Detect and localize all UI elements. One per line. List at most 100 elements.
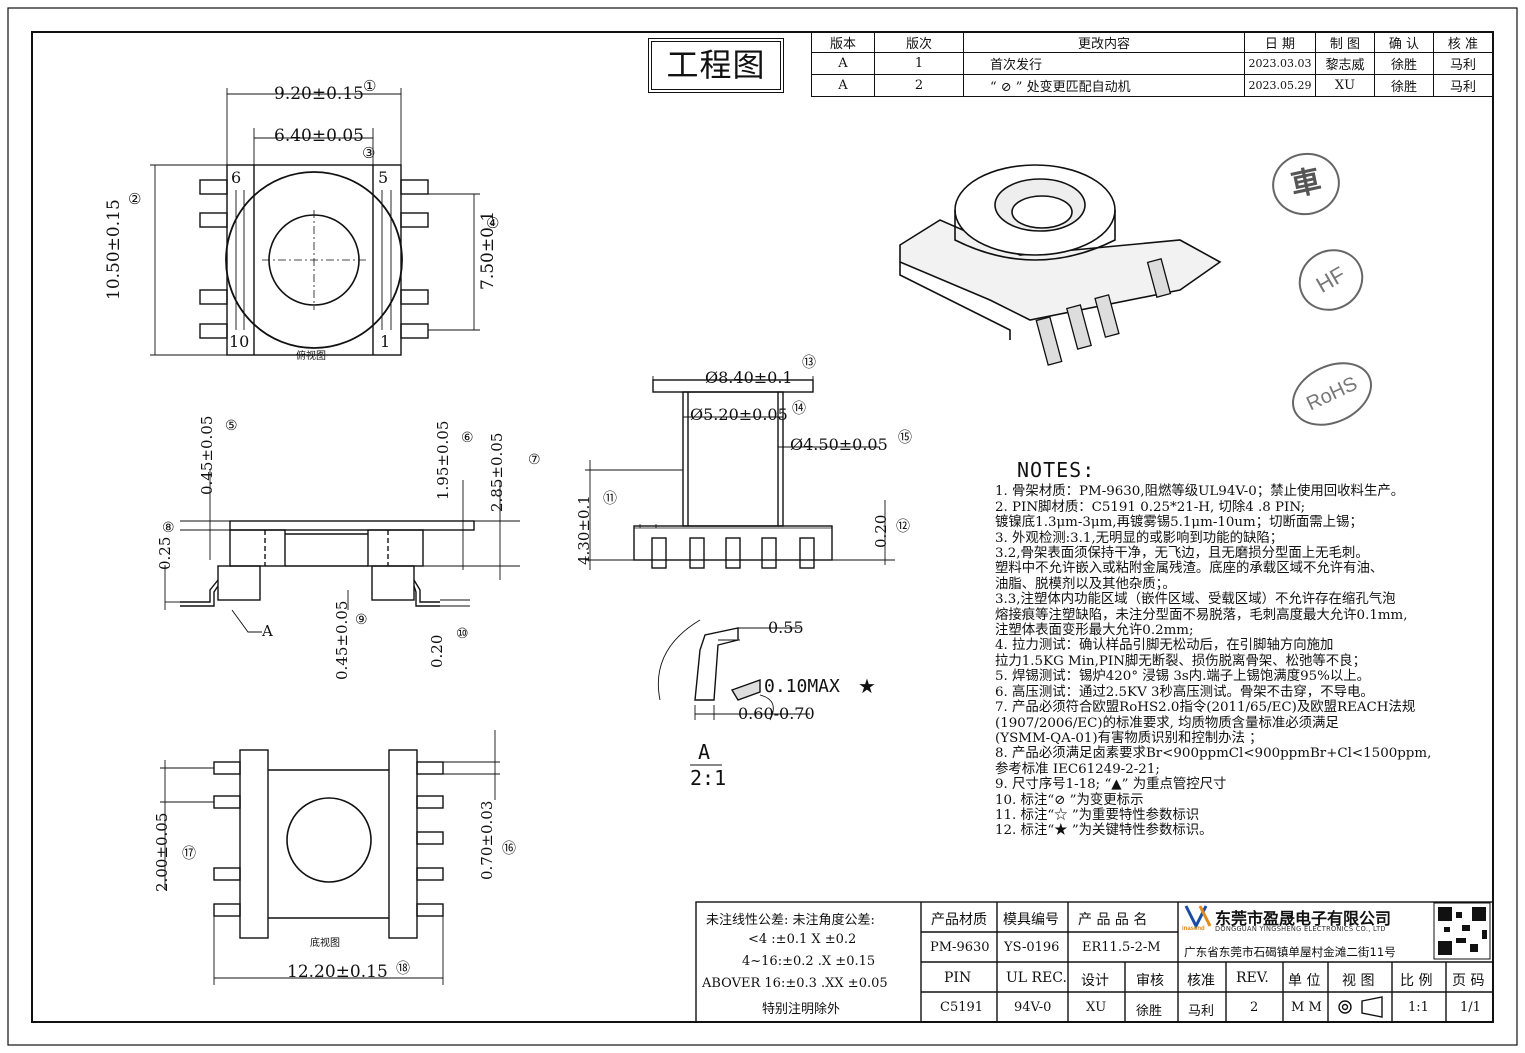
rev-cell: XU bbox=[1315, 74, 1375, 97]
dim-ref-18: ⑱ bbox=[396, 961, 410, 977]
dim-dia-8-40: Ø8.40±0.1 bbox=[705, 368, 793, 387]
pin-label-5: 5 bbox=[378, 168, 389, 187]
rev-cell: “ ⊘ ” 处变更匹配自动机 bbox=[963, 74, 1245, 97]
drawing-title: 工程图 bbox=[648, 38, 784, 93]
rev-cell: 黎志威 bbox=[1315, 52, 1375, 75]
pin-label-6: 6 bbox=[231, 168, 242, 187]
tb-ul: 94V-0 bbox=[1014, 1000, 1052, 1015]
company-name: 东莞市盈晟电子有限公司 bbox=[1215, 909, 1392, 928]
tb-product: ER11.5-2-M bbox=[1082, 940, 1161, 955]
section-marker-a: A bbox=[262, 622, 273, 640]
tb-view-header: 视 图 bbox=[1342, 973, 1375, 989]
dim-ref-3: ③ bbox=[362, 144, 376, 162]
note-line: 12. 标注“★ ”为关键特性参数标识。 bbox=[995, 823, 1213, 839]
company-logo bbox=[1184, 905, 1212, 930]
note-line: 拉力1.5KG Min,PIN脚无断裂、损伤脱离骨架、松弛等不良； bbox=[995, 653, 1366, 669]
detail-dim-0-10max: 0.10MAX bbox=[764, 676, 840, 697]
tb-ul-header: UL REC. bbox=[1006, 970, 1067, 986]
tb-design: XU bbox=[1086, 1000, 1107, 1015]
note-line: 2. PIN脚材质：C5191 0.25*21-H, 切除4 .8 PIN; bbox=[995, 499, 1306, 515]
tolerance-line: 未注线性公差: 未注角度公差: bbox=[706, 913, 875, 928]
note-line: 1. 骨架材质：PM-9630,阻燃等级UL94V-0；禁止使用回收料生产。 bbox=[995, 484, 1405, 500]
tolerance-line: ABOVER 16:±0.3 .XX ±0.05 bbox=[702, 976, 888, 991]
dim-ref-12: ⑫ bbox=[896, 519, 910, 535]
tb-unit: M M bbox=[1291, 1000, 1322, 1015]
note-line: 8. 产品必须满足卤素要求Br<900ppmCl<900ppmBr+Cl<150… bbox=[995, 746, 1432, 762]
tb-product-header: 产 品 品 名 bbox=[1078, 912, 1148, 928]
tolerance-line: <4 :±0.1 X ±0.2 bbox=[748, 932, 857, 947]
dim-ref-4: ④ bbox=[486, 214, 500, 232]
note-line: 参考标准 IEC61249-2-21; bbox=[995, 761, 1160, 777]
dim-6-40: 6.40±0.05 bbox=[274, 126, 364, 146]
tb-ratio-header: 比 例 bbox=[1400, 973, 1433, 989]
tb-approve-header: 核准 bbox=[1187, 973, 1215, 989]
note-line: 9. 尺寸序号1-18; “▲” 为重点管控尺寸 bbox=[995, 777, 1227, 793]
tb-material-header: 产品材质 bbox=[931, 912, 987, 928]
logo-text: inasend bbox=[1182, 926, 1205, 932]
tb-page: 1/1 bbox=[1460, 1000, 1481, 1015]
tb-review-header: 审核 bbox=[1136, 973, 1164, 989]
dim-ref-7: ⑦ bbox=[528, 452, 541, 468]
tb-rev: 2 bbox=[1250, 1000, 1259, 1015]
note-line: 3. 外观检测:3.1,无明显的或影响到功能的缺陷； bbox=[995, 530, 1284, 546]
tolerance-line: 特别注明除外 bbox=[762, 1002, 841, 1017]
rev-cell: 2023.03.03 bbox=[1244, 52, 1316, 75]
note-line: 油脂、脱模剂以及其他杂质；。 bbox=[995, 576, 1176, 592]
tb-design-header: 设计 bbox=[1081, 973, 1109, 989]
dim-ref-13: ⑬ bbox=[802, 355, 816, 371]
note-line: 3.3,注塑体内功能区域（嵌件区域、受载区域）不允许存在缩孔气泡 bbox=[995, 592, 1396, 608]
top-view-label: 俯视图 bbox=[296, 351, 326, 362]
note-line: 10. 标注“⊘ ”为变更标示 bbox=[995, 792, 1144, 808]
tb-mold: YS-0196 bbox=[1004, 940, 1060, 955]
detail-label: A bbox=[698, 740, 711, 764]
detail-scale: 2:1 bbox=[690, 766, 727, 790]
company-name-en: DONGGUAN YINGSHENG ELECTRONICS CO., LTD bbox=[1215, 925, 1386, 933]
dim-ref-8: ⑧ bbox=[162, 520, 175, 536]
dim-ref-2: ② bbox=[128, 190, 142, 208]
dim-dia-4-50: Ø4.50±0.05 bbox=[790, 435, 888, 454]
revision-table: 版本 版次 更改内容 日 期 制 图 确 认 核 准 A 1 首次发行 2023… bbox=[811, 32, 1493, 97]
rev-header: 版本 bbox=[811, 32, 875, 53]
dim-12-20: 12.20±0.15 bbox=[287, 962, 388, 982]
dim-ref-5: ⑤ bbox=[225, 418, 238, 434]
dim-ref-1: ① bbox=[363, 77, 377, 95]
company-address: 广东省东莞市石碣镇单屋村金滩二街11号 bbox=[1184, 945, 1396, 959]
note-line: 注塑体表面变形最大允许0.2mm; bbox=[995, 623, 1194, 639]
rev-cell: 马利 bbox=[1433, 74, 1493, 97]
tolerance-line: 4~16:±0.2 .X ±0.15 bbox=[742, 954, 876, 969]
note-line: (YSMM-QA-01)有害物质识别和控制办法 ； bbox=[995, 730, 1263, 746]
dim-ref-9: ⑨ bbox=[355, 612, 368, 628]
note-line: (1907/2006/EC)的标准要求, 均质物质含量标准必须满足 bbox=[995, 715, 1339, 731]
qr-code bbox=[1433, 902, 1491, 960]
detail-dim-0-60-0-70: 0.60-0.70 bbox=[738, 704, 815, 723]
tb-pin: C5191 bbox=[940, 1000, 984, 1015]
note-line: 7. 产品必须符合欧盟RoHS2.0指令(2011/65/EC)及欧盟REACH… bbox=[995, 700, 1416, 716]
notes-heading: NOTES: bbox=[1017, 458, 1096, 482]
tb-pin-header: PIN bbox=[944, 970, 972, 986]
rev-cell: 徐胜 bbox=[1374, 74, 1434, 97]
tb-unit-header: 单 位 bbox=[1288, 973, 1321, 989]
note-line: 熔接痕等注塑缺陷，未注分型面不易脱落，毛刺高度最大允许0.1mm, bbox=[995, 607, 1408, 623]
tb-approve: 马利 bbox=[1188, 1004, 1215, 1019]
tolerance-block: 未注线性公差: 未注角度公差: <4 :±0.1 X ±0.2 4~16:±0.… bbox=[698, 903, 918, 1020]
dim-dia-5-20: Ø5.20±0.05 bbox=[690, 405, 788, 424]
dim-ref-10: ⑩ bbox=[456, 626, 469, 642]
dim-ref-15: ⑮ bbox=[898, 430, 912, 446]
key-star-icon: ★ bbox=[858, 674, 876, 698]
note-line: 5. 焊锡测试：锡炉420° 浸锡 3s内.端子上锡饱满度95%以上。 bbox=[995, 669, 1371, 685]
note-line: 4. 拉力测试：确认样品引脚无松动后，在引脚轴方向施加 bbox=[995, 638, 1334, 654]
note-line: 6. 高压测试：通过2.5KV 3秒高压测试。骨架不击穿，不导电。 bbox=[995, 684, 1374, 700]
note-line: 塑料中不允许嵌入或粘附金属残渣。底座的承载区域不允许有油、 bbox=[995, 561, 1384, 577]
rev-cell: 马利 bbox=[1433, 52, 1493, 75]
dim-ref-17: ⑰ bbox=[182, 846, 196, 862]
rev-cell: 2023.05.29 bbox=[1244, 74, 1316, 97]
pin-label-1: 1 bbox=[380, 332, 391, 351]
pin-label-10: 10 bbox=[229, 332, 250, 351]
tb-review: 徐胜 bbox=[1136, 1004, 1163, 1019]
tb-material: PM-9630 bbox=[930, 940, 990, 955]
dim-9-20: 9.20±0.15 bbox=[274, 84, 364, 104]
notes-block: NOTES: 1. 骨架材质：PM-9630,阻燃等级UL94V-0；禁止使用回… bbox=[995, 458, 1515, 839]
